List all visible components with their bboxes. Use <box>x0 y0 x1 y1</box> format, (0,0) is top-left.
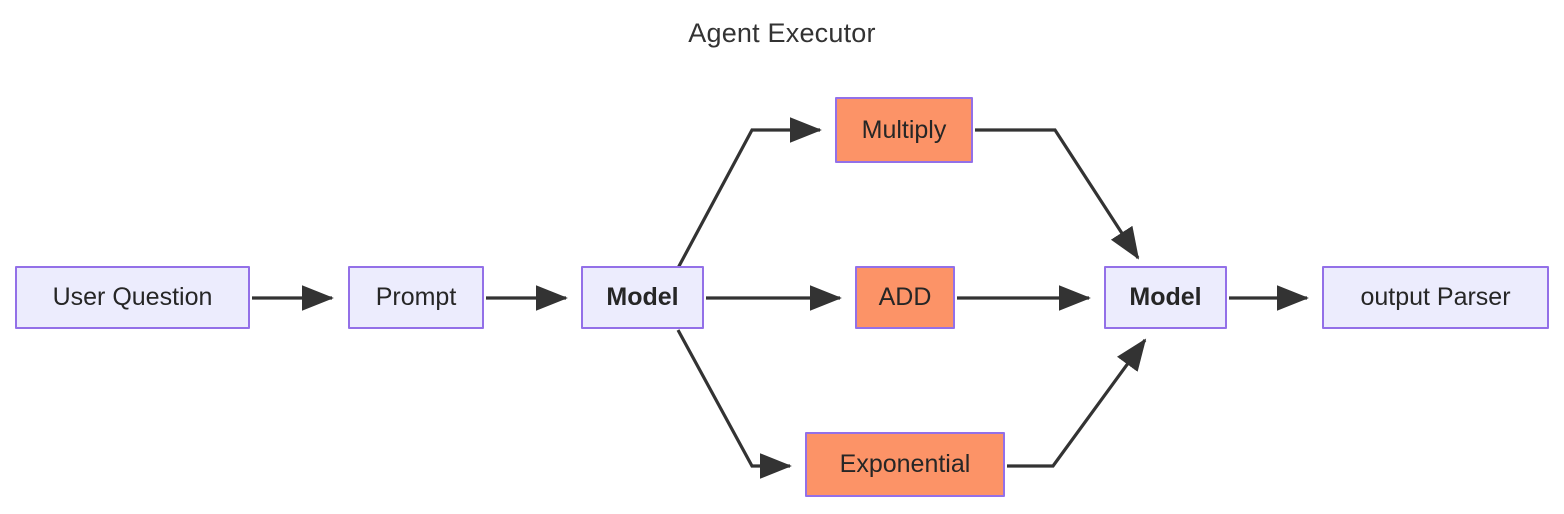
node-model_2[interactable]: Model <box>1104 266 1227 329</box>
node-label: output Parser <box>1360 283 1511 311</box>
node-label: Multiply <box>861 115 947 144</box>
diagram-title: Agent Executor <box>688 18 876 48</box>
node-add[interactable]: ADD <box>855 266 955 329</box>
edge-model_1-to-exponential <box>676 329 792 479</box>
node-label: Model <box>1129 283 1202 311</box>
edge-exponential-to-model_2 <box>1007 338 1147 468</box>
node-user_question[interactable]: User Question <box>15 266 250 329</box>
edge-multiply-to-model_2 <box>975 128 1140 260</box>
node-prompt[interactable]: Prompt <box>348 266 484 329</box>
edge-model_1-to-multiply <box>676 117 822 269</box>
node-model_1[interactable]: Model <box>581 266 704 329</box>
node-label: ADD <box>878 283 932 311</box>
node-multiply[interactable]: Multiply <box>835 97 973 163</box>
node-output_parser[interactable]: output Parser <box>1322 266 1549 329</box>
node-exponential[interactable]: Exponential <box>805 432 1005 497</box>
node-label: Exponential <box>839 450 971 478</box>
node-label: Prompt <box>375 283 457 311</box>
node-label: Model <box>606 283 679 311</box>
node-label: User Question <box>52 283 213 311</box>
